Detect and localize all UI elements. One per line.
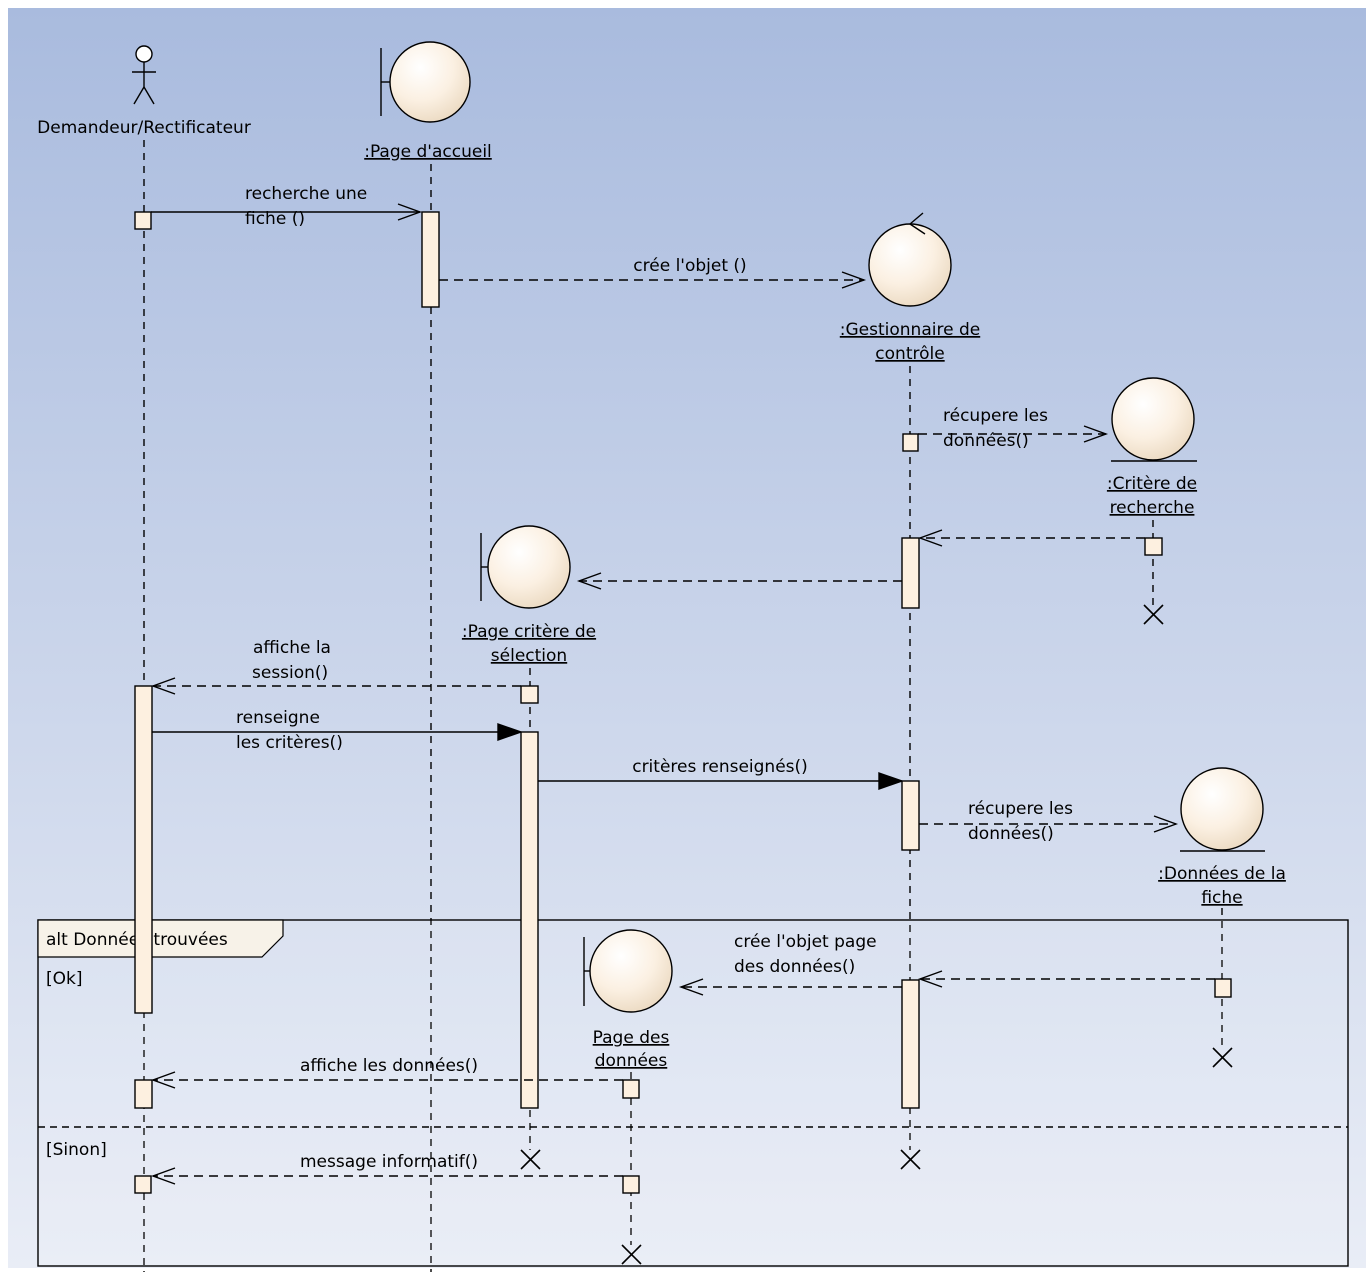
alt-fragment: alt Données trouvées [Ok] [Sinon]: [37, 919, 1349, 1267]
activation-gestionnaire-1: [902, 433, 919, 452]
activation-actor-3: [134, 1079, 153, 1109]
message-label-recherche-1: recherche une: [245, 184, 367, 204]
activation-page-critere-2: [520, 731, 539, 1109]
message-cree-objet-page: [678, 978, 902, 996]
control-icon-gestionnaire: [868, 212, 952, 307]
message-criteres-renseignes: [538, 772, 905, 790]
message-label-recupere-2a: récupere les: [968, 799, 1073, 819]
activation-page-donnees-2: [622, 1175, 640, 1194]
destroy-page-critere: [520, 1149, 541, 1170]
message-label-recupere-1b: données(): [943, 431, 1029, 451]
message-affiche-donnees: [150, 1071, 623, 1089]
activation-gestionnaire-2: [901, 537, 920, 609]
message-label-cree-objet-page-1: crée l'objet page: [734, 932, 877, 952]
alt-tab: [37, 919, 284, 958]
entity-icon-critere-recherche: [1111, 377, 1197, 462]
message-recupere-1: [918, 425, 1109, 443]
message-recherche: [151, 203, 423, 221]
object-label-donnees-fiche-2: fiche: [1201, 888, 1242, 908]
boundary-icon-page-donnees: [583, 929, 673, 1013]
destroy-critere-recherche: [1143, 604, 1164, 625]
message-label-recherche-2: fiche (): [245, 209, 305, 229]
message-label-affiche-session-2: session(): [252, 663, 328, 683]
destroy-page-donnees: [621, 1244, 642, 1265]
message-label-renseigne-1: renseigne: [236, 708, 320, 728]
message-recupere-2: [919, 815, 1179, 833]
boundary-icon-page-critere: [480, 525, 571, 609]
message-label-criteres-renseignes: critères renseignés(): [632, 757, 808, 777]
activation-page-accueil: [421, 211, 440, 308]
actor-icon: [132, 45, 156, 105]
message-label-cree-objet: crée l'objet (): [633, 256, 746, 276]
message-info: [150, 1167, 623, 1185]
message-label-renseigne-2: les critères(): [236, 733, 343, 753]
guard-ok: [Ok]: [46, 969, 83, 989]
diagram-background: [8, 8, 1366, 1268]
actor-label: Demandeur/Rectificateur: [37, 118, 251, 138]
object-label-page-critere-2: sélection: [491, 646, 567, 666]
destroy-donnees-fiche: [1212, 1047, 1233, 1068]
message-affiche-session: [150, 677, 521, 695]
message-label-recupere-1a: récupere les: [943, 406, 1048, 426]
guard-sinon: [Sinon]: [46, 1140, 107, 1160]
message-renseigne: [152, 723, 524, 741]
object-label-gestionnaire-2: contrôle: [875, 344, 944, 364]
object-label-critere-recherche-2: recherche: [1110, 498, 1195, 518]
message-label-affiche-session-1: affiche la: [253, 638, 331, 658]
activation-critere-recherche: [1144, 537, 1163, 556]
alt-frame: [37, 919, 1349, 1267]
message-label-info: message informatif(): [300, 1152, 478, 1172]
message-return-critere: [917, 529, 1145, 547]
object-label-page-accueil: :Page d'accueil: [364, 142, 492, 162]
entity-icon-donnees-fiche: [1180, 767, 1265, 852]
activation-actor-4: [134, 1175, 152, 1194]
object-label-gestionnaire-1: :Gestionnaire de: [840, 320, 980, 340]
destroy-gestionnaire: [900, 1149, 921, 1170]
object-label-page-donnees-2: données: [595, 1051, 668, 1071]
object-label-page-critere-1: :Page critère de: [462, 622, 596, 642]
activation-actor-2: [134, 685, 153, 1014]
object-label-donnees-fiche-1: :Données de la: [1158, 864, 1286, 884]
message-label-affiche-donnees: affiche les données(): [300, 1056, 478, 1076]
activation-gestionnaire-4: [901, 979, 920, 1109]
activation-actor-1: [134, 211, 152, 230]
activation-page-donnees-1: [622, 1079, 640, 1099]
boundary-icon-page-accueil: [380, 41, 471, 123]
message-label-recupere-2b: données(): [968, 824, 1054, 844]
message-create-page-critere: [576, 572, 902, 590]
message-label-cree-objet-page-2: des données(): [734, 957, 855, 977]
activation-gestionnaire-3: [901, 780, 920, 851]
message-return-donnees: [917, 970, 1215, 988]
activation-page-critere-1: [520, 685, 539, 704]
object-label-critere-recherche-1: :Critère de: [1107, 474, 1197, 494]
message-cree-objet: [439, 271, 867, 289]
object-label-page-donnees-1: Page des: [593, 1028, 670, 1048]
activation-donnees-fiche: [1214, 978, 1232, 998]
